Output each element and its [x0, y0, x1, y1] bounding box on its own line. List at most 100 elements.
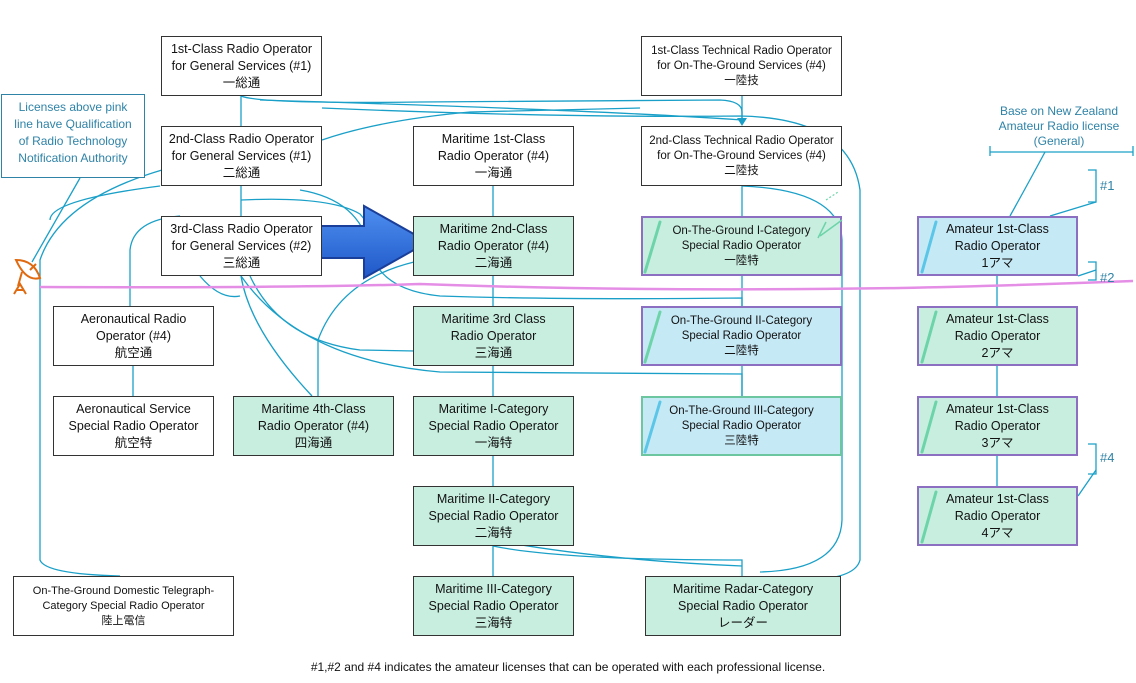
box-amateur-4: Amateur 1st-Class Radio Operator 4アマ	[917, 486, 1078, 546]
mar1-line2: Radio Operator (#4)	[437, 148, 550, 163]
mar3-line1: Maritime 3rd Class	[441, 311, 546, 326]
am3-line2: Radio Operator	[954, 418, 1041, 433]
footer-caption: #1,#2 and #4 indicates the amateur licen…	[310, 660, 826, 674]
pink-threshold-line	[39, 279, 1134, 291]
box-gen2: 2nd-Class Radio Operator for General Ser…	[161, 126, 322, 186]
gen2-line2: for General Services (#1)	[171, 148, 312, 163]
telegraph-line3: 陸上電信	[101, 614, 146, 627]
aerosp-line2: Special Radio Operator	[68, 418, 199, 433]
am3-line1: Amateur 1st-Class	[946, 401, 1049, 416]
am4-line1: Amateur 1st-Class	[946, 491, 1049, 506]
box-mar2: Maritime 2nd-Class Radio Operator (#4) 二…	[413, 216, 574, 276]
mar2-line3: 二海通	[474, 255, 513, 270]
box-amateur-3: Amateur 1st-Class Radio Operator 3アマ	[917, 396, 1078, 456]
tech1-line3: 一陸技	[724, 74, 759, 87]
gen1-line1: 1st-Class Radio Operator	[170, 41, 313, 56]
gen2-line1: 2nd-Class Radio Operator	[168, 131, 315, 146]
marii-line3: 二海特	[474, 525, 513, 540]
box-aero: Aeronautical Radio Operator (#4) 航空通	[53, 306, 214, 366]
am3-line3: 3アマ	[981, 435, 1014, 450]
box-ground-iii: On-The-Ground III-Category Special Radio…	[641, 396, 842, 456]
radar-line3: レーダー	[717, 615, 768, 630]
nz-line3: (General)	[1033, 134, 1085, 148]
box-amateur-2: Amateur 1st-Class Radio Operator 2アマ	[917, 306, 1078, 366]
gii-line3: 二陸特	[724, 344, 759, 357]
pink-line-note: Licenses above pink line have Qualificat…	[1, 94, 145, 178]
box-mar3: Maritime 3rd Class Radio Operator 三海通	[413, 306, 574, 366]
nz-line1: Base on New Zealand	[999, 104, 1119, 118]
box-tech1: 1st-Class Technical Radio Operator for O…	[641, 36, 842, 96]
nz-line2: Amateur Radio license	[998, 119, 1120, 133]
gen2-line3: 二総通	[222, 165, 261, 180]
aerosp-line3: 航空特	[114, 435, 153, 450]
mar4-line1: Maritime 4th-Class	[261, 401, 366, 416]
note-line1: Licenses above pink	[18, 100, 128, 114]
aero-line3: 航空通	[114, 345, 153, 360]
mar4-line3: 四海通	[294, 435, 333, 450]
marii-line1: Maritime II-Category	[436, 491, 551, 506]
am2-line1: Amateur 1st-Class	[946, 311, 1049, 326]
box-gen3: 3rd-Class Radio Operator for General Ser…	[161, 216, 322, 276]
tech1-line2: for On-The-Ground Services (#4)	[657, 59, 826, 72]
mar3-line3: 三海通	[474, 345, 513, 360]
radar-line1: Maritime Radar-Category	[672, 581, 814, 596]
box-tech2: 2nd-Class Technical Radio Operator for O…	[641, 126, 842, 186]
mariii-line3: 三海特	[474, 615, 513, 630]
mar2-line2: Radio Operator (#4)	[437, 238, 550, 253]
gi-line2: Special Radio Operator	[681, 239, 802, 252]
marii-line2: Special Radio Operator	[428, 508, 559, 523]
am4-line2: Radio Operator	[954, 508, 1041, 523]
gen3-line3: 三総通	[222, 255, 261, 270]
box-telegraph: On-The-Ground Domestic Telegraph- Catego…	[13, 576, 234, 636]
box-mar-i: Maritime I-Category Special Radio Operat…	[413, 396, 574, 456]
am1-line2: Radio Operator	[954, 238, 1041, 253]
tech2-line3: 二陸技	[724, 164, 759, 177]
am4-line3: 4アマ	[981, 525, 1014, 540]
mar1-line3: 一海通	[474, 165, 513, 180]
am1-line3: 1アマ	[981, 255, 1014, 270]
gen1-line2: for General Services (#1)	[171, 58, 312, 73]
radar-line2: Special Radio Operator	[678, 598, 808, 613]
gen3-line2: for General Services (#2)	[171, 238, 312, 253]
box-mar1: Maritime 1st-Class Radio Operator (#4) 一…	[413, 126, 574, 186]
box-ground-ii: On-The-Ground II-Category Special Radio …	[641, 306, 842, 366]
box-aero-special: Aeronautical Service Special Radio Opera…	[53, 396, 214, 456]
box-amateur-1: Amateur 1st-Class Radio Operator 1アマ	[917, 216, 1078, 276]
box-mar-ii: Maritime II-Category Special Radio Opera…	[413, 486, 574, 546]
gi-line3: 一陸特	[724, 254, 759, 267]
tag-4: #4	[1100, 450, 1115, 465]
aero-line2: Operator (#4)	[95, 328, 172, 343]
gi-line1: On-The-Ground I-Category	[672, 224, 811, 237]
mar3-line2: Radio Operator	[450, 328, 537, 343]
box-radar: Maritime Radar-Category Special Radio Op…	[645, 576, 841, 636]
am1-line1: Amateur 1st-Class	[946, 221, 1049, 236]
tech2-line2: for On-The-Ground Services (#4)	[657, 149, 826, 162]
am2-line3: 2アマ	[981, 345, 1014, 360]
mari-line3: 一海特	[474, 435, 513, 450]
mar4-line2: Radio Operator (#4)	[257, 418, 370, 433]
giii-line3: 三陸特	[724, 434, 759, 447]
box-mar-iii: Maritime III-Category Special Radio Oper…	[413, 576, 574, 636]
mariii-line2: Special Radio Operator	[428, 598, 559, 613]
box-mar4: Maritime 4th-Class Radio Operator (#4) 四…	[233, 396, 394, 456]
gii-line2: Special Radio Operator	[681, 329, 802, 342]
mar2-line1: Maritime 2nd-Class	[439, 221, 548, 236]
gii-line1: On-The-Ground II-Category	[670, 314, 813, 327]
satellite-dish-icon	[13, 258, 42, 295]
gen1-line3: 一総通	[222, 75, 261, 90]
mar1-line1: Maritime 1st-Class	[441, 131, 546, 146]
note-line4: Notification Authority	[18, 151, 128, 165]
note-line3: of Radio Technology	[18, 134, 128, 148]
tag-1: #1	[1100, 178, 1115, 193]
mari-line2: Special Radio Operator	[428, 418, 559, 433]
am2-line2: Radio Operator	[954, 328, 1041, 343]
tech1-line1: 1st-Class Technical Radio Operator	[651, 44, 832, 57]
telegraph-line1: On-The-Ground Domestic Telegraph-	[32, 584, 215, 597]
aerosp-line1: Aeronautical Service	[76, 401, 191, 416]
tag-2: #2	[1100, 270, 1115, 285]
telegraph-line2: Category Special Radio Operator	[42, 599, 205, 612]
note-line2: line have Qualification	[14, 117, 132, 131]
nz-note: Base on New Zealand Amateur Radio licens…	[984, 104, 1134, 149]
box-gen1: 1st-Class Radio Operator for General Ser…	[161, 36, 322, 96]
